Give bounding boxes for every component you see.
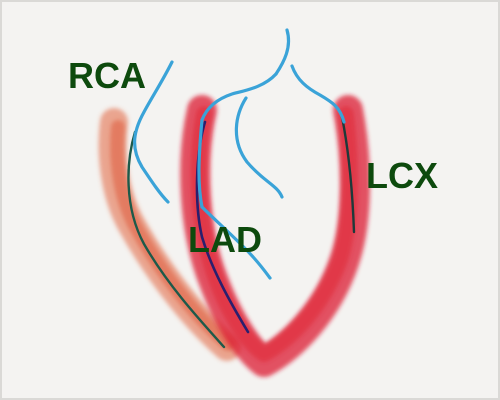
diagonal-branch (234, 96, 284, 199)
left-main-artery (200, 72, 278, 122)
aorta-trunk (274, 28, 291, 76)
lcx-label: LCX (366, 155, 438, 196)
lad-lower-branch (200, 205, 272, 280)
right-ventricle-wall-core (110, 120, 235, 351)
rca-vessel-line (127, 130, 226, 349)
coronary-arteries (133, 28, 346, 280)
lad-upper-branch (197, 118, 204, 209)
lad-label: LAD (188, 219, 262, 260)
left-ventricle-wall-core (190, 106, 358, 362)
rca-artery (133, 60, 174, 204)
rca-label: RCA (68, 55, 146, 96)
lcx-artery (290, 64, 346, 124)
lcx-vessel-line (340, 115, 356, 234)
